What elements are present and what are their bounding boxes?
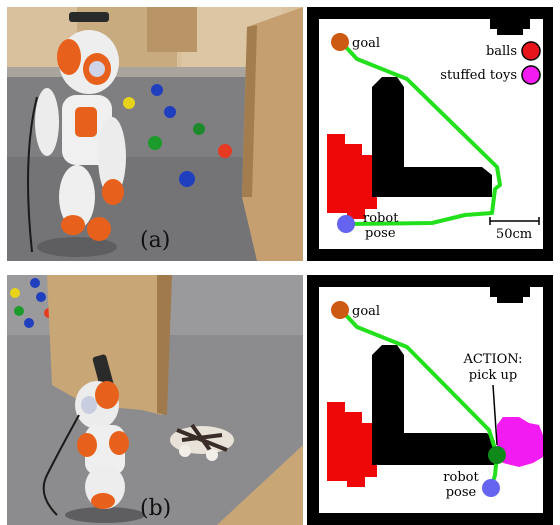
toy-region [497,417,543,467]
robot-label-line2: pose [365,226,396,241]
balls-region [327,134,383,219]
goal-label: goal [352,36,380,51]
occupancy-map-a: goal balls stuffed toys robot pose 50cm [307,7,553,261]
robot-scene-photo-b [7,275,303,525]
goal-marker [331,301,349,319]
map-b: goal ACTION: pick up robot pose [307,275,553,525]
panel-label-b: (b) [140,496,172,521]
obstacle-horizontal [372,433,495,465]
goal-label: goal [352,304,380,319]
planned-path [341,310,499,486]
balls-region [327,402,383,487]
robot-label-line1: robot [363,211,399,226]
goal-marker [331,33,349,51]
robot-scene-photo-a [7,7,303,261]
panel-label-a: (a) [140,228,171,253]
action-label-line2: pick up [469,368,517,383]
action-label-line1: ACTION: [462,352,522,367]
occupancy-map-b: goal ACTION: pick up robot pose [307,275,553,525]
balls-legend-label: balls [486,44,517,59]
robot-pose-marker [482,479,500,497]
robot-pose-marker [337,215,355,233]
robot-label-line2: pose [446,485,477,500]
planned-path [341,42,502,226]
photo-a [7,7,303,261]
action-point-marker [488,446,506,464]
toys-legend-label: stuffed toys [440,68,517,83]
scale-label: 50cm [496,227,532,242]
map-a: goal balls stuffed toys robot pose 50cm [307,7,553,261]
toys-legend-swatch [521,65,541,85]
balls-legend-swatch [521,41,541,61]
robot-label-line1: robot [443,470,479,485]
photo-b [7,275,303,525]
obstacle-horizontal [372,167,492,197]
